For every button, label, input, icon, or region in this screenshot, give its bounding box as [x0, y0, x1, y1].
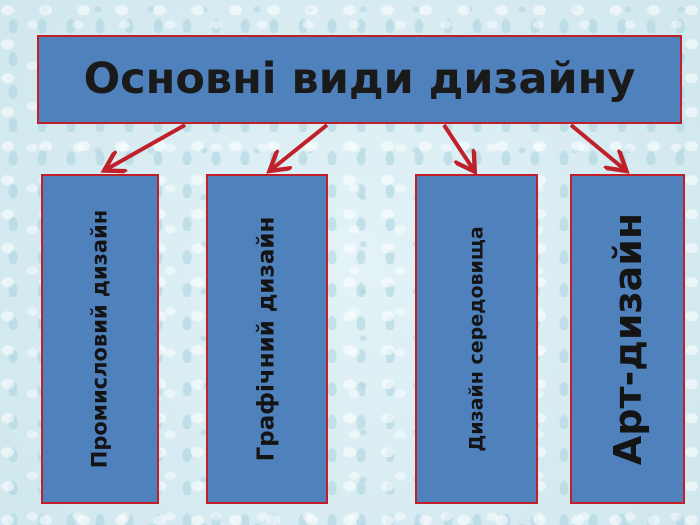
category-label-environment: Дизайн середовища	[465, 226, 487, 452]
arrow-to-industrial	[107, 123, 186, 169]
category-label-graphic: Графічний дизайн	[253, 216, 280, 462]
diagram-title: Основні види дизайну	[83, 54, 636, 104]
title-box: Основні види дизайну	[37, 35, 682, 124]
arrow-to-art	[569, 123, 624, 169]
category-label-industrial: Промисловий дизайн	[87, 209, 112, 469]
category-box-art: Арт-дизайн	[570, 174, 685, 504]
category-box-industrial: Промисловий дизайн	[41, 174, 159, 504]
arrow-to-environment	[442, 123, 473, 169]
category-box-environment: Дизайн середовища	[415, 174, 538, 504]
arrow-to-graphic	[272, 123, 329, 169]
category-box-graphic: Графічний дизайн	[206, 174, 328, 504]
category-label-art: Арт-дизайн	[605, 212, 650, 466]
